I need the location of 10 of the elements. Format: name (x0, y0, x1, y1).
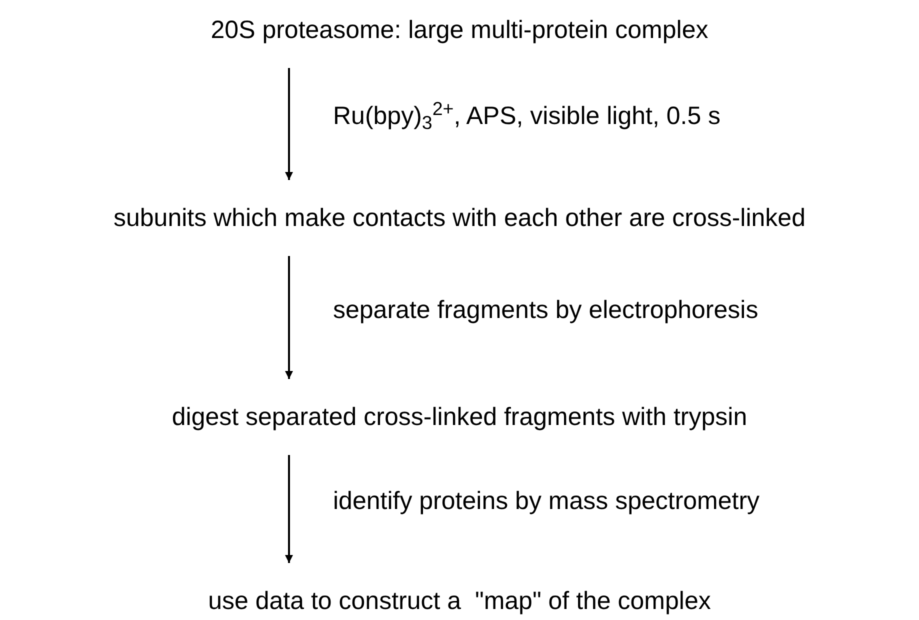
step-text: subunits which make contacts with each other are cross-linked (114, 202, 806, 234)
step-text: use data to construct a "map" of the complex (208, 585, 711, 617)
edge-label: identify proteins by mass spectrometry (333, 486, 760, 517)
arrow (285, 256, 293, 379)
step-text: digest separated cross-linked fragments with trypsin (172, 401, 748, 433)
arrow (285, 455, 293, 563)
edge-label: Ru(bpy)$_{3}$$^{2+}$, APS, visible light, 0.5 s (333, 100, 721, 132)
arrow (285, 68, 293, 180)
edge-label: separate fragments by electrophoresis (333, 294, 758, 326)
step-text: 20S proteasome: large multi-protein complex (210, 14, 708, 46)
